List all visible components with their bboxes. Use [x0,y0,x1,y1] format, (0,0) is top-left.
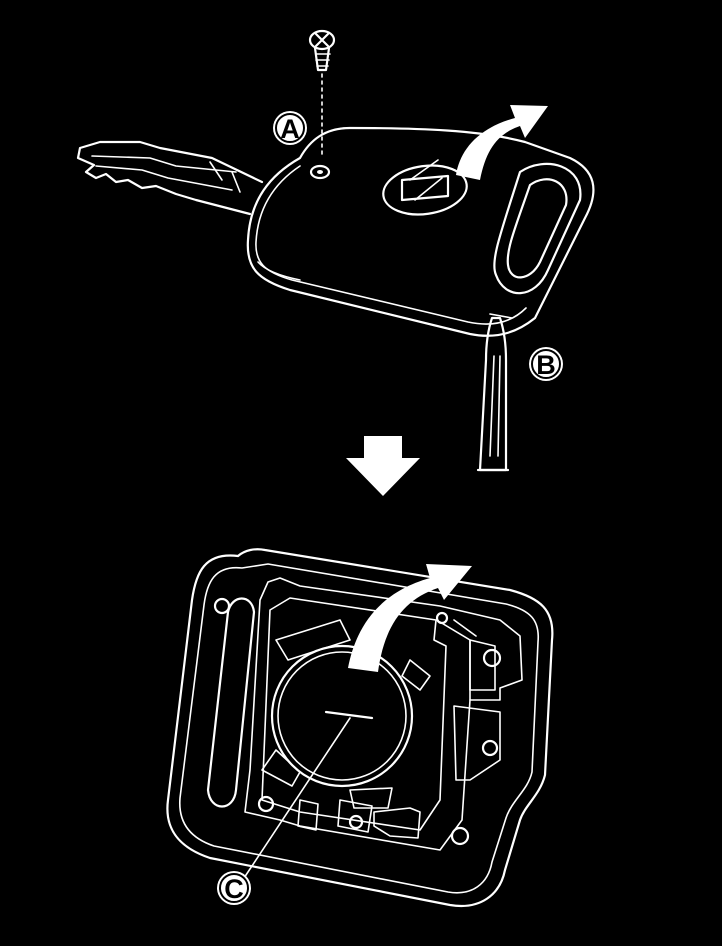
remote-button [493,162,582,295]
coin-battery [270,644,414,788]
screw-icon [308,29,336,159]
label-a: A [273,111,307,145]
label-b: B [529,347,563,381]
leader-line-c [243,717,351,879]
opened-remote-case [166,548,554,908]
curved-arrow-icon [456,105,548,180]
label-c: C [217,871,251,905]
remote-head [246,126,595,337]
label-b-text: B [536,350,556,380]
screwdriver-icon [476,316,510,472]
down-arrow-icon [346,436,420,496]
curved-arrow-icon [348,564,472,672]
key-assembly [76,126,595,337]
key-blade [76,140,264,216]
label-a-text: A [280,114,300,144]
label-c-text: C [224,874,244,904]
